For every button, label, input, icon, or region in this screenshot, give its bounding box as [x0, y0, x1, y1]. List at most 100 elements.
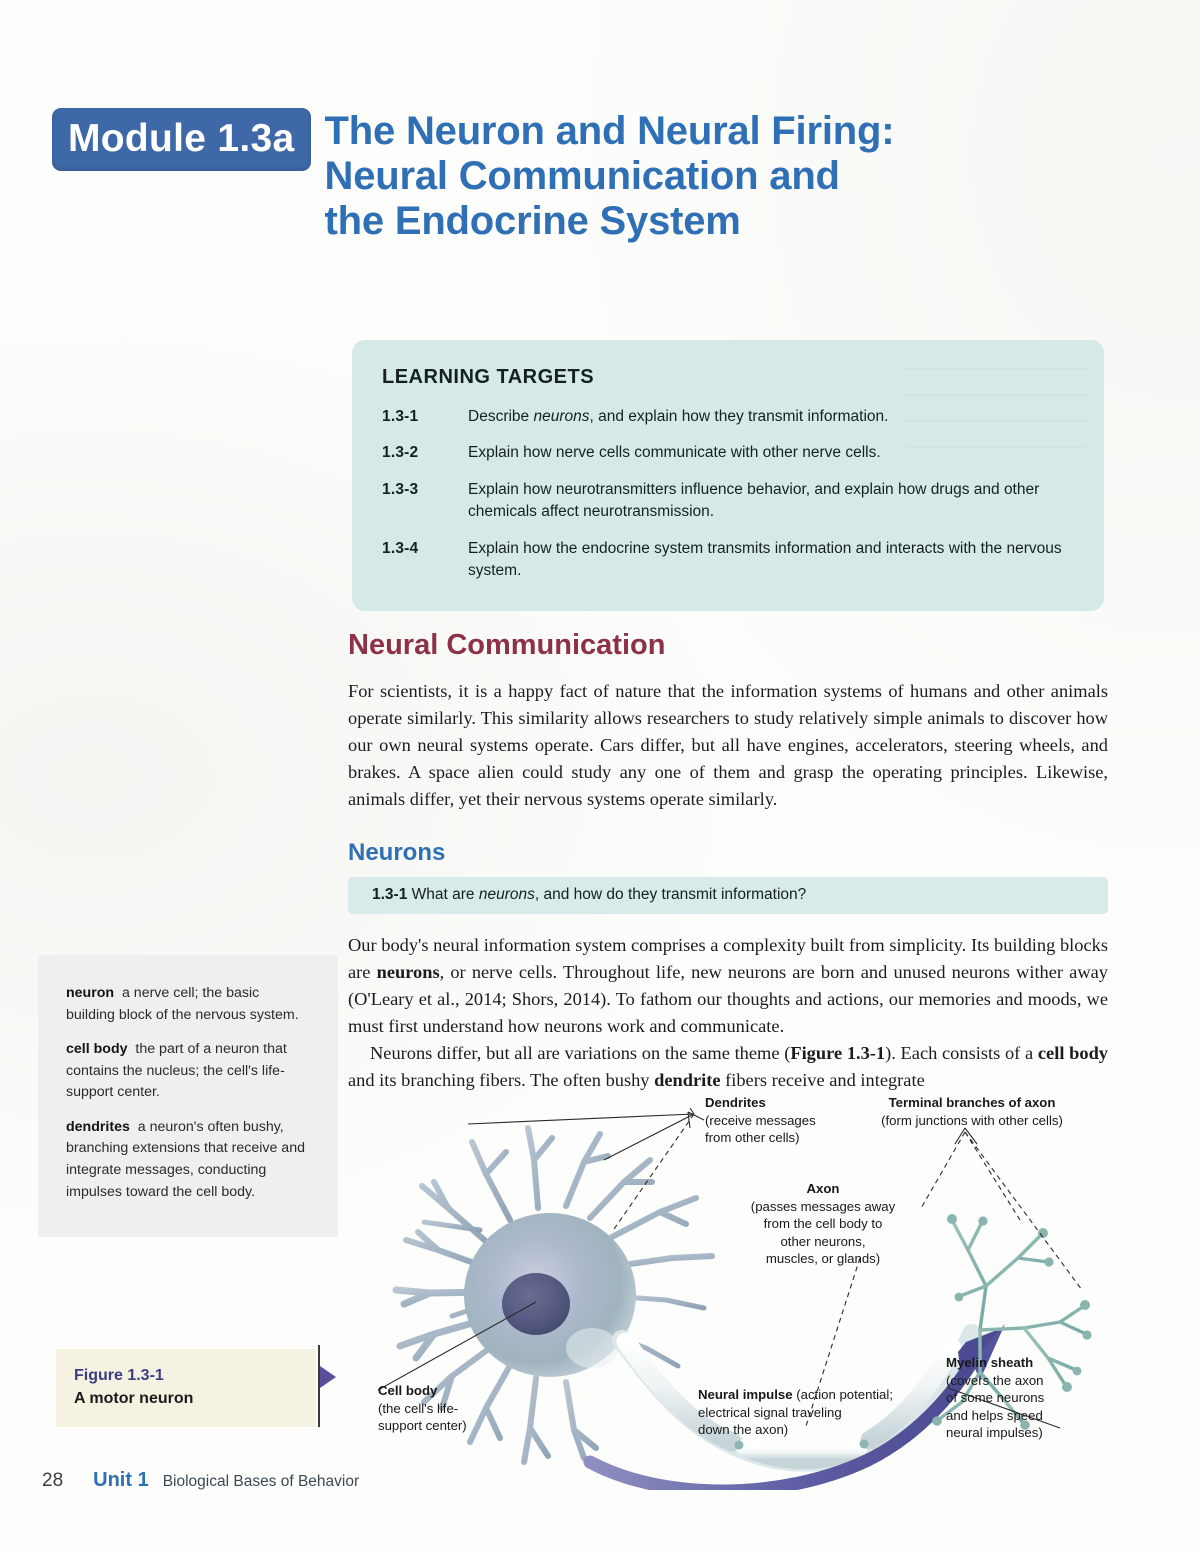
neuron-illustration-svg — [377, 1107, 1092, 1490]
learning-target-item: 1.3-1 Describe neurons, and explain how … — [382, 406, 1074, 428]
page-title-line-2: Neural Communication and — [324, 154, 840, 199]
impulse-label-sub-2: down the axon) — [698, 1422, 789, 1438]
lt-text-italic: neurons — [533, 408, 590, 425]
axon-label-sub-2: from the cell body to — [763, 1216, 883, 1232]
module-header: Module 1.3a The Neuron and Neural Firing… — [52, 108, 1052, 245]
learning-target-number: 1.3-1 — [382, 408, 419, 425]
p3-b: ). Each consists of a — [885, 1043, 1038, 1064]
diagram-label-dendrites: Dendrites (receive messages from other c… — [705, 1094, 816, 1147]
p3-a: Neurons differ, but all are variations o… — [370, 1043, 791, 1064]
learning-target-text: Explain how the endocrine system transmi… — [468, 539, 1062, 580]
glossary-entry: dendrites a neuron's often bushy, branch… — [66, 1117, 312, 1203]
impulse-label-title: Neural impulse — [698, 1387, 793, 1402]
myelin-label-sub-1: (covers the axon — [946, 1372, 1044, 1388]
glossary-margin-panel: neuron a nerve cell; the basic building … — [38, 955, 338, 1238]
node-of-ranvier — [859, 1439, 869, 1449]
terminal-label-title: Terminal branches of axon — [888, 1095, 1056, 1110]
myelin-segment — [616, 1332, 742, 1452]
intro-paragraph: For scientists, it is a happy fact of na… — [348, 680, 1108, 810]
glossary-definition: the part of a neuron that contains the n… — [66, 1041, 287, 1101]
learning-objective-italic: neurons — [478, 886, 535, 904]
learning-target-item: 1.3-3 Explain how neurotransmitters infl… — [382, 479, 1074, 524]
lt-text-after: , and explain how they transmit informat… — [589, 408, 889, 425]
learning-target-item: 1.3-2 Explain how nerve cells communicat… — [382, 442, 1074, 464]
learning-target-number: 1.3-4 — [382, 539, 419, 557]
figure-caption-box: Figure 1.3-1 A motor neuron — [56, 1349, 316, 1428]
subsection-heading-neurons: Neurons — [348, 839, 446, 867]
myelin-segment — [736, 1438, 868, 1470]
figure-caption-label: Figure 1.3-1 — [74, 1367, 164, 1384]
myelin-label-sub-2: of some neurons — [946, 1390, 1045, 1406]
p2-a: Our body's neural information system com… — [348, 935, 1108, 983]
glossary-term: cell body — [66, 1041, 128, 1058]
glossary-definition: a nerve cell; the basic building block o… — [66, 985, 299, 1023]
p3-d: and its branching fibers. The often bush… — [348, 1070, 655, 1091]
terminal-branches — [936, 1218, 1088, 1426]
lt-text-before: Describe — [468, 408, 534, 425]
learning-target-number: 1.3-3 — [382, 480, 419, 498]
cellbody-label-sub-2: support center) — [378, 1418, 467, 1434]
diagram-label-neural-impulse: Neural impulse (action potential; electr… — [698, 1386, 948, 1439]
learning-target-number: 1.3-2 — [382, 444, 419, 462]
learning-target-text: Describe neurons, and explain how they t… — [468, 406, 1074, 428]
myelin-label-title: Myelin sheath — [946, 1355, 1034, 1370]
p3-term-dendrite: dendrite — [654, 1070, 721, 1091]
dendrites-label-sub-1: (receive messages — [705, 1112, 816, 1128]
diagram-label-axon: Axon (passes messages away from the cell… — [718, 1180, 928, 1268]
page-title-line-3: the Endocrine System — [324, 199, 741, 244]
soma-highlight — [566, 1328, 618, 1368]
leader-lines — [377, 1107, 1083, 1429]
learning-objective-bar: 1.3-1 What are neurons, and how do they … — [348, 877, 1108, 915]
learning-targets-box: LEARNING TARGETS 1.3-1 Describe neurons,… — [352, 340, 1104, 611]
glossary-gap — [114, 985, 122, 1001]
body-paragraph-3: Neurons differ, but all are variations o… — [348, 1040, 1108, 1094]
learning-objective-number: 1.3-1 — [372, 886, 408, 904]
cellbody-label-sub-1: (the cell's life- — [378, 1400, 459, 1416]
p2-c: , or nerve cells. Throughout life, new n… — [348, 962, 1108, 1037]
footer-unit-label: Unit 1 — [93, 1469, 149, 1491]
node-of-ranvier — [734, 1440, 744, 1450]
cellbody-label-title: Cell body — [378, 1383, 438, 1398]
learning-targets-heading: LEARNING TARGETS — [382, 366, 595, 388]
diagram-label-cell-body: Cell body (the cell's life- support cent… — [378, 1382, 467, 1435]
impulse-label-sub-0: (action potential; — [796, 1387, 893, 1402]
learning-objective-text-after: , and how do they transmit information? — [534, 886, 807, 904]
learning-target-text: Explain how nerve cells communicate with… — [468, 444, 881, 462]
impulse-label-sub-1: electrical signal traveling — [698, 1404, 842, 1420]
glossary-definition: a neuron's often bushy, branching extens… — [66, 1118, 305, 1200]
glossary-entry: cell body the part of a neuron that cont… — [66, 1039, 312, 1104]
page-number: 28 — [42, 1470, 64, 1491]
p3-figure-ref: Figure 1.3-1 — [790, 1043, 886, 1064]
figure-caption-arrow-icon — [320, 1366, 336, 1388]
glossary-term: dendrites — [66, 1118, 130, 1135]
learning-target-item: 1.3-4 Explain how the endocrine system t… — [382, 538, 1074, 583]
glossary-gap — [130, 1119, 138, 1135]
figure-caption-rule — [318, 1345, 320, 1427]
glossary-entry: neuron a nerve cell; the basic building … — [66, 983, 312, 1026]
axon-label-title: Axon — [806, 1181, 840, 1196]
terminal-label-sub: (form junctions with other cells) — [881, 1112, 1063, 1128]
learning-objective-text-before: What are — [411, 886, 479, 904]
myelin-segment — [860, 1338, 962, 1450]
nucleus — [502, 1273, 570, 1335]
dendrites-label-sub-2: from other cells) — [705, 1130, 800, 1146]
terminal-buttons — [932, 1214, 1092, 1430]
diagram-label-terminal-branches: Terminal branches of axon (form junction… — [847, 1094, 1097, 1129]
section-heading-neural-communication: Neural Communication — [348, 629, 666, 661]
page-footer: 28 Unit 1 Biological Bases of Behavior — [42, 1469, 359, 1492]
footer-unit-title: Biological Bases of Behavior — [162, 1473, 360, 1490]
figure-caption-title: A motor neuron — [74, 1390, 194, 1408]
neuron-diagram: Dendrites (receive messages from other c… — [360, 1090, 1120, 1490]
myelin-label-sub-4: neural impulses) — [946, 1425, 1043, 1441]
main-content-column: Neural Communication For scientists, it … — [348, 629, 1108, 1094]
axon-label-sub-4: muscles, or glands) — [765, 1251, 881, 1267]
page-title-line-1: The Neuron and Neural Firing: — [324, 109, 895, 153]
body-paragraph-2: Our body's neural information system com… — [348, 932, 1108, 1040]
axon-with-myelin — [612, 1324, 982, 1472]
axon-label-sub-1: (passes messages away — [750, 1198, 896, 1214]
p3-term-cell-body: cell body — [1037, 1043, 1108, 1064]
p3-f: fibers receive and integrate — [720, 1070, 925, 1091]
axon-label-sub-3: other neurons, — [780, 1233, 866, 1249]
p2-term-neurons: neurons — [376, 962, 440, 983]
